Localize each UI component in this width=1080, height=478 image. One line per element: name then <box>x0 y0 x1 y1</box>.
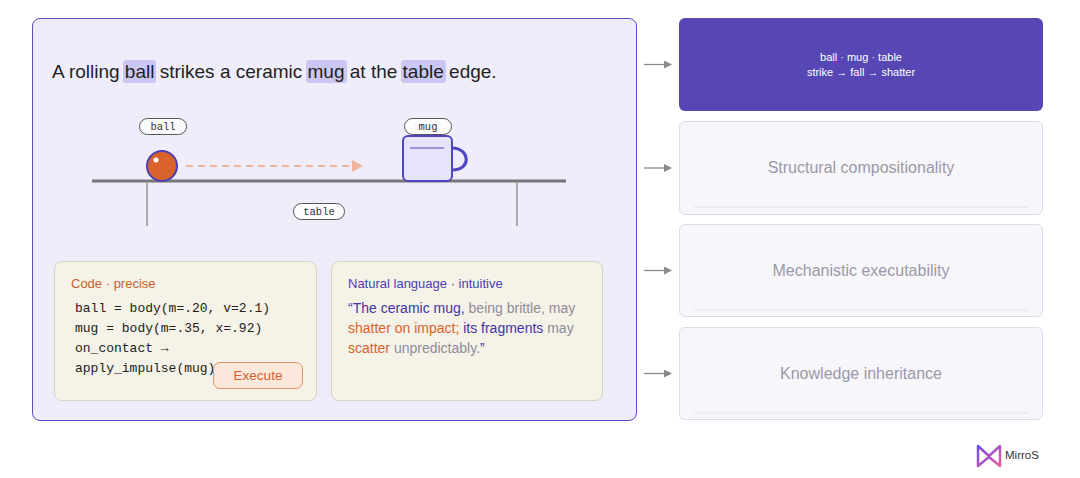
node-text: A rolling ball strikes a ceramic mug at … <box>52 61 497 83</box>
property-box: Knowledge inheritance <box>679 327 1043 420</box>
node-body-text: mug = body(m=.35, x=.92) <box>75 319 287 339</box>
node-text: ball · mug · table <box>820 50 902 65</box>
node-text: ball <box>150 121 175 133</box>
flow-arrow <box>644 270 671 271</box>
language-card: Natural language · intuitive “The ceramic… <box>331 261 603 401</box>
scene-panel: A rolling ball strikes a ceramic mug at … <box>32 18 637 421</box>
node-text: table <box>303 206 335 218</box>
flow-arrow <box>644 373 671 374</box>
node-body-text: strike → fall → shatter <box>807 65 915 80</box>
node-text: Natural language · intuitive <box>348 276 503 291</box>
logo-mark <box>978 446 1000 466</box>
flow-arrow <box>644 64 671 65</box>
property-box: Mechanistic executability <box>679 224 1043 317</box>
node-text: mug <box>419 121 438 133</box>
logo-text: MirroS <box>1005 449 1039 461</box>
node-body-text: ball = body(m=.20, v=2.1) <box>75 299 287 319</box>
node-body-text: “The ceramic mug, being brittle, may sha… <box>348 298 586 358</box>
code-card: Code · precise ball = body(m=.20, v=2.1)m… <box>54 261 317 401</box>
object-tag: ball <box>139 118 187 135</box>
object-tag: table <box>293 203 345 220</box>
node-text: Mechanistic executability <box>773 262 950 280</box>
node-text: Knowledge inheritance <box>780 365 942 383</box>
node-text: Code · precise <box>71 276 156 291</box>
execute-button: Execute <box>213 362 303 389</box>
node-text: Structural compositionality <box>768 159 955 177</box>
property-box: Structural compositionality <box>679 121 1043 215</box>
object-tag: mug <box>404 118 452 135</box>
flow-arrow <box>644 167 671 168</box>
node-text: Execute <box>234 368 283 383</box>
summary-box: ball · mug · tablestrike → fall → shatte… <box>679 18 1043 111</box>
